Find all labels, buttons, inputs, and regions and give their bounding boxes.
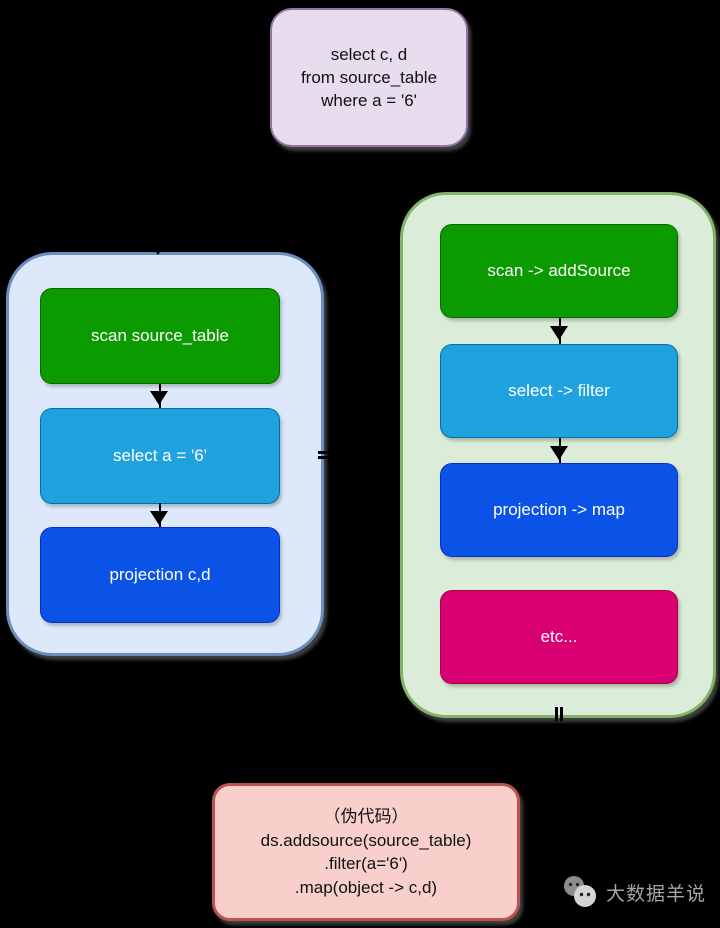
node-etc: etc... <box>440 590 678 684</box>
sql-line: from source_table <box>300 68 438 87</box>
sql-line: select c, d <box>330 45 408 64</box>
chat-faces-icon <box>560 873 602 911</box>
arrow-into-sql-box <box>256 63 270 79</box>
node-select-filter: select -> filter <box>440 344 678 438</box>
edge-mark <box>555 707 558 721</box>
pseudocode-line: （伪代码） <box>323 807 409 826</box>
pseudocode-box: （伪代码） ds.addsource(source_table) .filter… <box>212 783 520 921</box>
pseudocode-line: .filter(a='6') <box>324 854 408 873</box>
arrow-logical-to-datastream <box>386 447 400 463</box>
arrow-into-pseudocode-box <box>356 769 374 783</box>
watermark: 大数据羊说 <box>560 868 712 916</box>
arrow-sql-to-logical-plan <box>149 241 167 255</box>
node-projection-cd: projection c,d <box>40 527 280 623</box>
node-scan-addsource: scan -> addSource <box>440 224 678 318</box>
arrow-scan-to-select <box>150 391 168 405</box>
arrow-addsource-to-filter <box>550 326 568 340</box>
arrow-filter-to-map <box>550 446 568 460</box>
pseudocode-line: ds.addsource(source_table) <box>260 830 472 850</box>
node-select-a-6: select a = '6' <box>40 408 280 504</box>
sql-query-box: select c, d from source_table where a = … <box>270 8 468 147</box>
sql-line: where a = '6' <box>321 91 417 110</box>
edge-mark <box>560 707 563 721</box>
pseudocode-line: .map(object -> c,d) <box>294 877 438 897</box>
node-projection-map: projection -> map <box>440 463 678 557</box>
edge-mark <box>318 456 335 459</box>
watermark-text: 大数据羊说 <box>606 883 707 905</box>
arrow-select-to-projection <box>150 511 168 525</box>
node-scan-source-table: scan source_table <box>40 288 280 384</box>
edge-mark <box>318 451 335 454</box>
